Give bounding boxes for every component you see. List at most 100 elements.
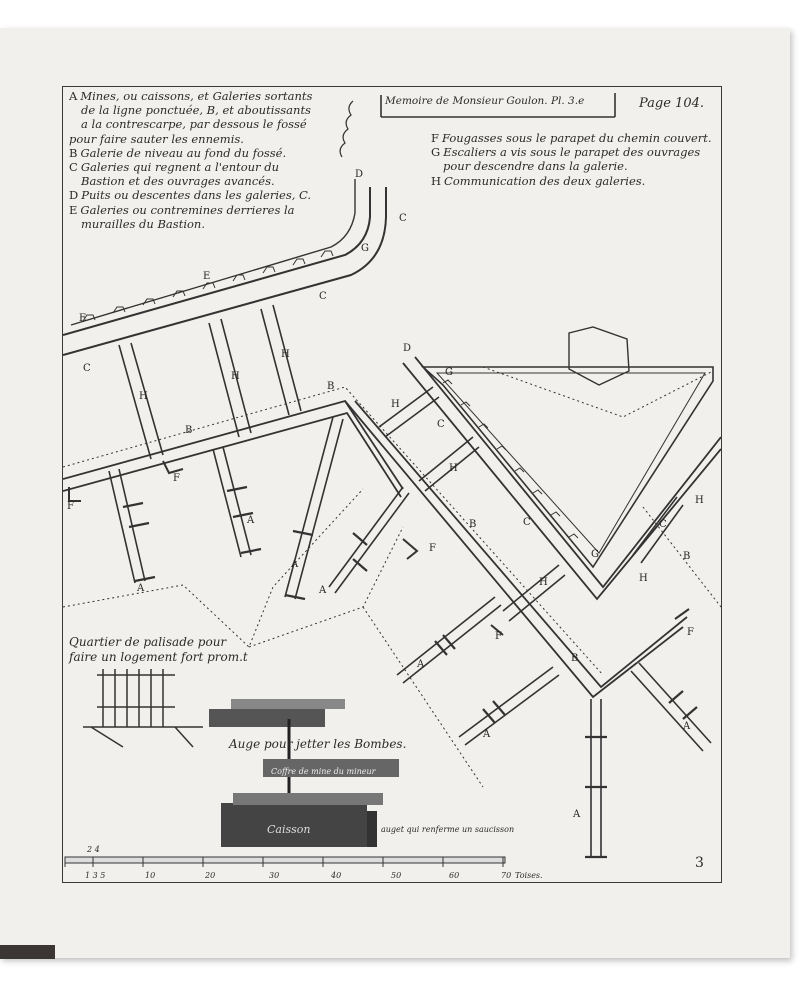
map-label-d: D	[355, 169, 364, 180]
legend-text: Galeries qui regnent a l'entour du	[80, 160, 279, 175]
map-label-a: A	[137, 583, 145, 594]
legend-text: Mines, ou caissons, et Galeries sortants	[80, 89, 313, 103]
map-label-h: H	[695, 495, 704, 506]
ravelin-inner	[435, 372, 706, 554]
counter-mine-gallery	[70, 179, 356, 326]
gallery-h-5	[418, 436, 480, 492]
caisson-drawing	[221, 793, 383, 847]
dotted-outline-1	[63, 488, 364, 648]
map-label-a: A	[683, 721, 691, 732]
caption-line: faire un logement fort prom.t	[69, 650, 248, 664]
gallery-h-1	[118, 342, 164, 460]
map-label-g: G	[361, 243, 369, 254]
legend-key: C	[69, 160, 78, 175]
mine-gallery-a-8	[630, 662, 712, 752]
map-label-c: C	[399, 213, 407, 224]
mine-gallery-a-3	[284, 416, 344, 600]
legend-text: Puits ou descentes dans les galeries, C.	[81, 188, 312, 203]
mine-gallery-a-5	[396, 596, 502, 684]
palisade-drawing	[83, 669, 203, 748]
palisade-caption: Quartier de palisade pour faire un logem…	[69, 635, 248, 665]
legend-text: pour faire sauter les ennemis.	[69, 131, 244, 146]
dotted-outline-5	[642, 506, 721, 608]
engraved-plate: Memoire de Monsieur Goulon. Pl. 3.e Page…	[62, 86, 722, 883]
ligne-ponctuee-b	[63, 386, 604, 676]
header-frame-line	[380, 95, 615, 118]
dotted-outline-4	[482, 366, 714, 418]
map-label-h: H	[139, 391, 148, 402]
scale-tick: 60	[449, 871, 460, 880]
plate-number: 3	[695, 855, 704, 871]
gallery-h-7	[632, 496, 684, 564]
legend-text: Galeries ou contremines derrieres la	[80, 202, 295, 217]
legend-key: F	[431, 131, 439, 145]
plate-title: Memoire de Monsieur Goulon. Pl. 3.e	[385, 95, 585, 107]
gallery-teeth	[82, 250, 334, 322]
map-label-h: H	[639, 573, 648, 584]
gallery-h-3	[260, 304, 302, 416]
map-label-f: F	[687, 627, 694, 638]
legend-text: murailles du Bastion.	[81, 216, 205, 231]
map-label-h: H	[391, 399, 400, 410]
mine-gallery-a-4	[328, 486, 410, 594]
mine-cross-arms	[122, 485, 698, 859]
map-label-c: C	[83, 363, 91, 374]
legend-text: Fougasses sous le parapet du chemin couv…	[441, 131, 712, 145]
map-label-h: H	[539, 577, 548, 588]
scale-small-marks-low: 1 3 5	[85, 871, 105, 880]
map-label-c: C	[437, 419, 445, 430]
map-label-f: F	[495, 631, 502, 642]
scale-mark: 4	[94, 845, 100, 854]
legend-text: Communication des deux galeries.	[444, 173, 646, 188]
map-label-g: G	[591, 549, 599, 560]
auge-drawing	[209, 699, 345, 793]
map-label-h: H	[281, 349, 290, 360]
scale-bar	[64, 856, 506, 867]
map-label-f: F	[429, 543, 436, 554]
gallery-h-4	[378, 386, 440, 438]
map-label-a: A	[247, 515, 255, 526]
ravelin-outline	[420, 366, 714, 569]
map-label-h: H	[449, 463, 458, 474]
mine-gallery-a-1	[108, 468, 146, 584]
legend-key: E	[69, 202, 78, 217]
map-label-b: B	[327, 381, 335, 392]
scale-tick: 20	[205, 871, 216, 880]
book-page	[0, 28, 790, 958]
gallery-b-diagonal	[344, 400, 688, 699]
scale-tick: 40	[331, 871, 342, 880]
legend-text: a la contrescarpe, par dessous le fossé	[81, 117, 307, 132]
trough-caption: Auge pour jetter les Bombes.	[229, 737, 407, 751]
scale-mark: 1	[85, 871, 91, 880]
caisson-caption: Caisson	[267, 823, 311, 836]
map-label-c: C	[659, 519, 667, 530]
map-label-e: E	[203, 271, 211, 282]
auget-caption: auget qui renferme un saucisson	[381, 825, 515, 834]
scale-tick: 30	[269, 871, 280, 880]
map-label-e: E	[79, 313, 87, 324]
mine-gallery-a-2	[212, 446, 252, 558]
scale-mark: 2	[87, 845, 93, 854]
map-label-a: A	[319, 585, 327, 596]
legend-text: Galerie de niveau au fond du fossé.	[80, 145, 287, 160]
coffre-drawing	[263, 759, 399, 777]
mine-gallery-a-7	[590, 699, 602, 857]
map-label-a: A	[483, 729, 491, 740]
legend-key: H	[431, 173, 442, 188]
page-reference: Page 104.	[639, 96, 705, 111]
map-label-d: D	[403, 343, 412, 354]
legend-key: B	[69, 145, 78, 160]
gallery-h-6	[502, 564, 566, 622]
scale-mark: 3	[92, 871, 98, 880]
map-label-c: C	[319, 291, 327, 302]
curtain-wall-outer	[63, 187, 371, 336]
legend-key: A	[69, 89, 78, 103]
map-label-f: F	[67, 501, 74, 512]
map-label-b: B	[469, 519, 477, 530]
map-label-a: A	[573, 809, 581, 820]
coffre-caption: Coffre de mine du mineur	[271, 767, 376, 776]
